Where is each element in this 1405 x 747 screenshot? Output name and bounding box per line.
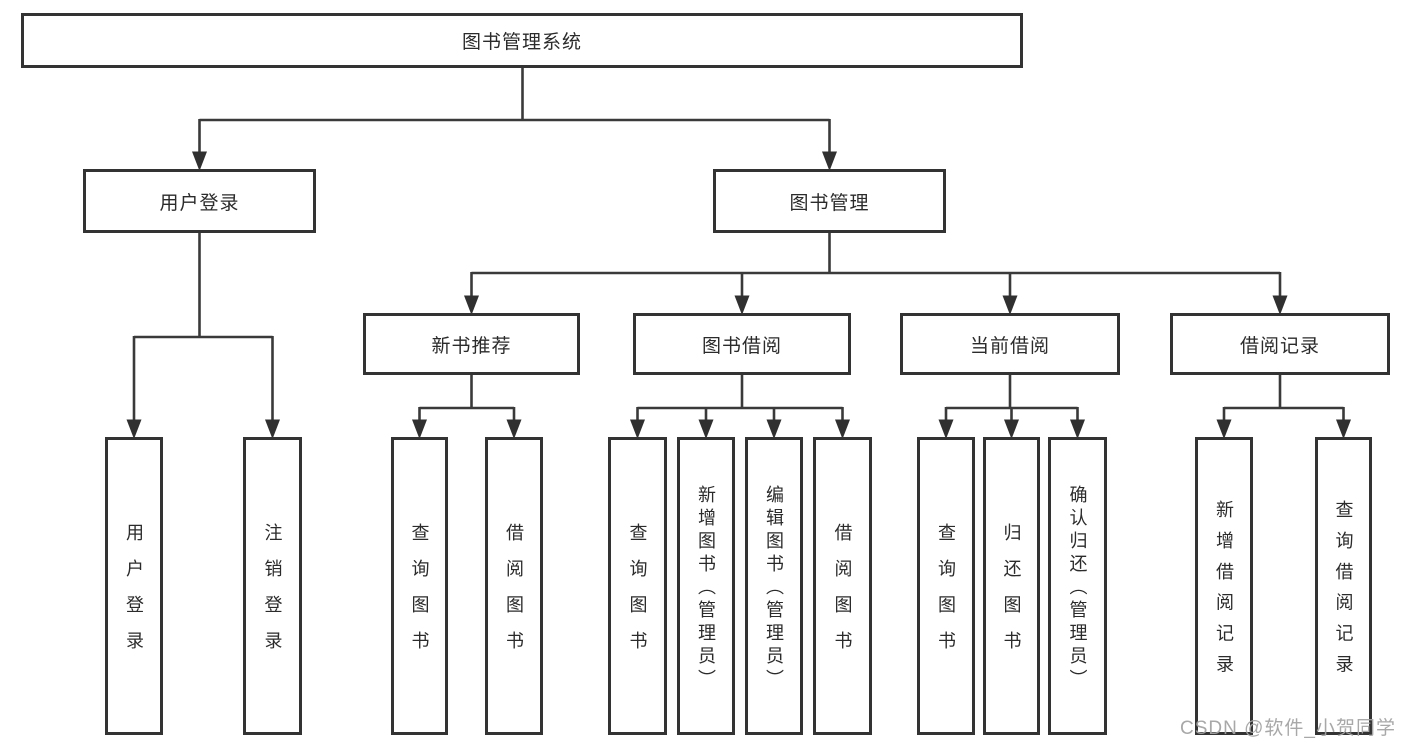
node-new-book-recommend: 新书推荐 (363, 313, 580, 375)
leaf-user-login: 用户登录 (105, 437, 163, 735)
connector-book-borrow-to-leaves (630, 375, 850, 439)
leaf-edit-book-admin: 编辑图书（管理员） (745, 437, 803, 735)
node-book-borrow: 图书借阅 (633, 313, 851, 375)
connector-root-to-level2 (192, 68, 837, 171)
csdn-watermark: CSDN @软件_小贺同学 (1180, 718, 1396, 739)
leaf-return-book: 归还图书 (983, 437, 1040, 735)
connector-user-login-to-leaves (126, 233, 280, 439)
node-user-login: 用户登录 (83, 169, 316, 233)
connector-current-borrow-to-leaves (938, 375, 1085, 439)
leaf-query-books-borrow: 查询图书 (608, 437, 667, 735)
node-current-borrow: 当前借阅 (900, 313, 1120, 375)
leaf-borrow-books: 借阅图书 (813, 437, 872, 735)
leaf-query-borrow-record: 查询借阅记录 (1315, 437, 1372, 735)
leaf-logout: 注销登录 (243, 437, 302, 735)
node-borrow-record: 借阅记录 (1170, 313, 1390, 375)
leaf-add-book-admin: 新增图书（管理员） (677, 437, 735, 735)
connector-new-book-recommend-to-leaves (412, 375, 522, 439)
leaf-confirm-return-admin: 确认归还（管理员） (1048, 437, 1107, 735)
node-root: 图书管理系统 (21, 13, 1023, 68)
leaf-query-books-current: 查询图书 (917, 437, 975, 735)
leaf-borrow-books-recommend: 借阅图书 (485, 437, 543, 735)
connector-book-management-to-level3 (464, 233, 1288, 315)
node-book-management: 图书管理 (713, 169, 946, 233)
connector-borrow-record-to-leaves (1216, 375, 1351, 439)
leaf-add-borrow-record: 新增借阅记录 (1195, 437, 1253, 735)
leaf-query-books-recommend: 查询图书 (391, 437, 448, 735)
